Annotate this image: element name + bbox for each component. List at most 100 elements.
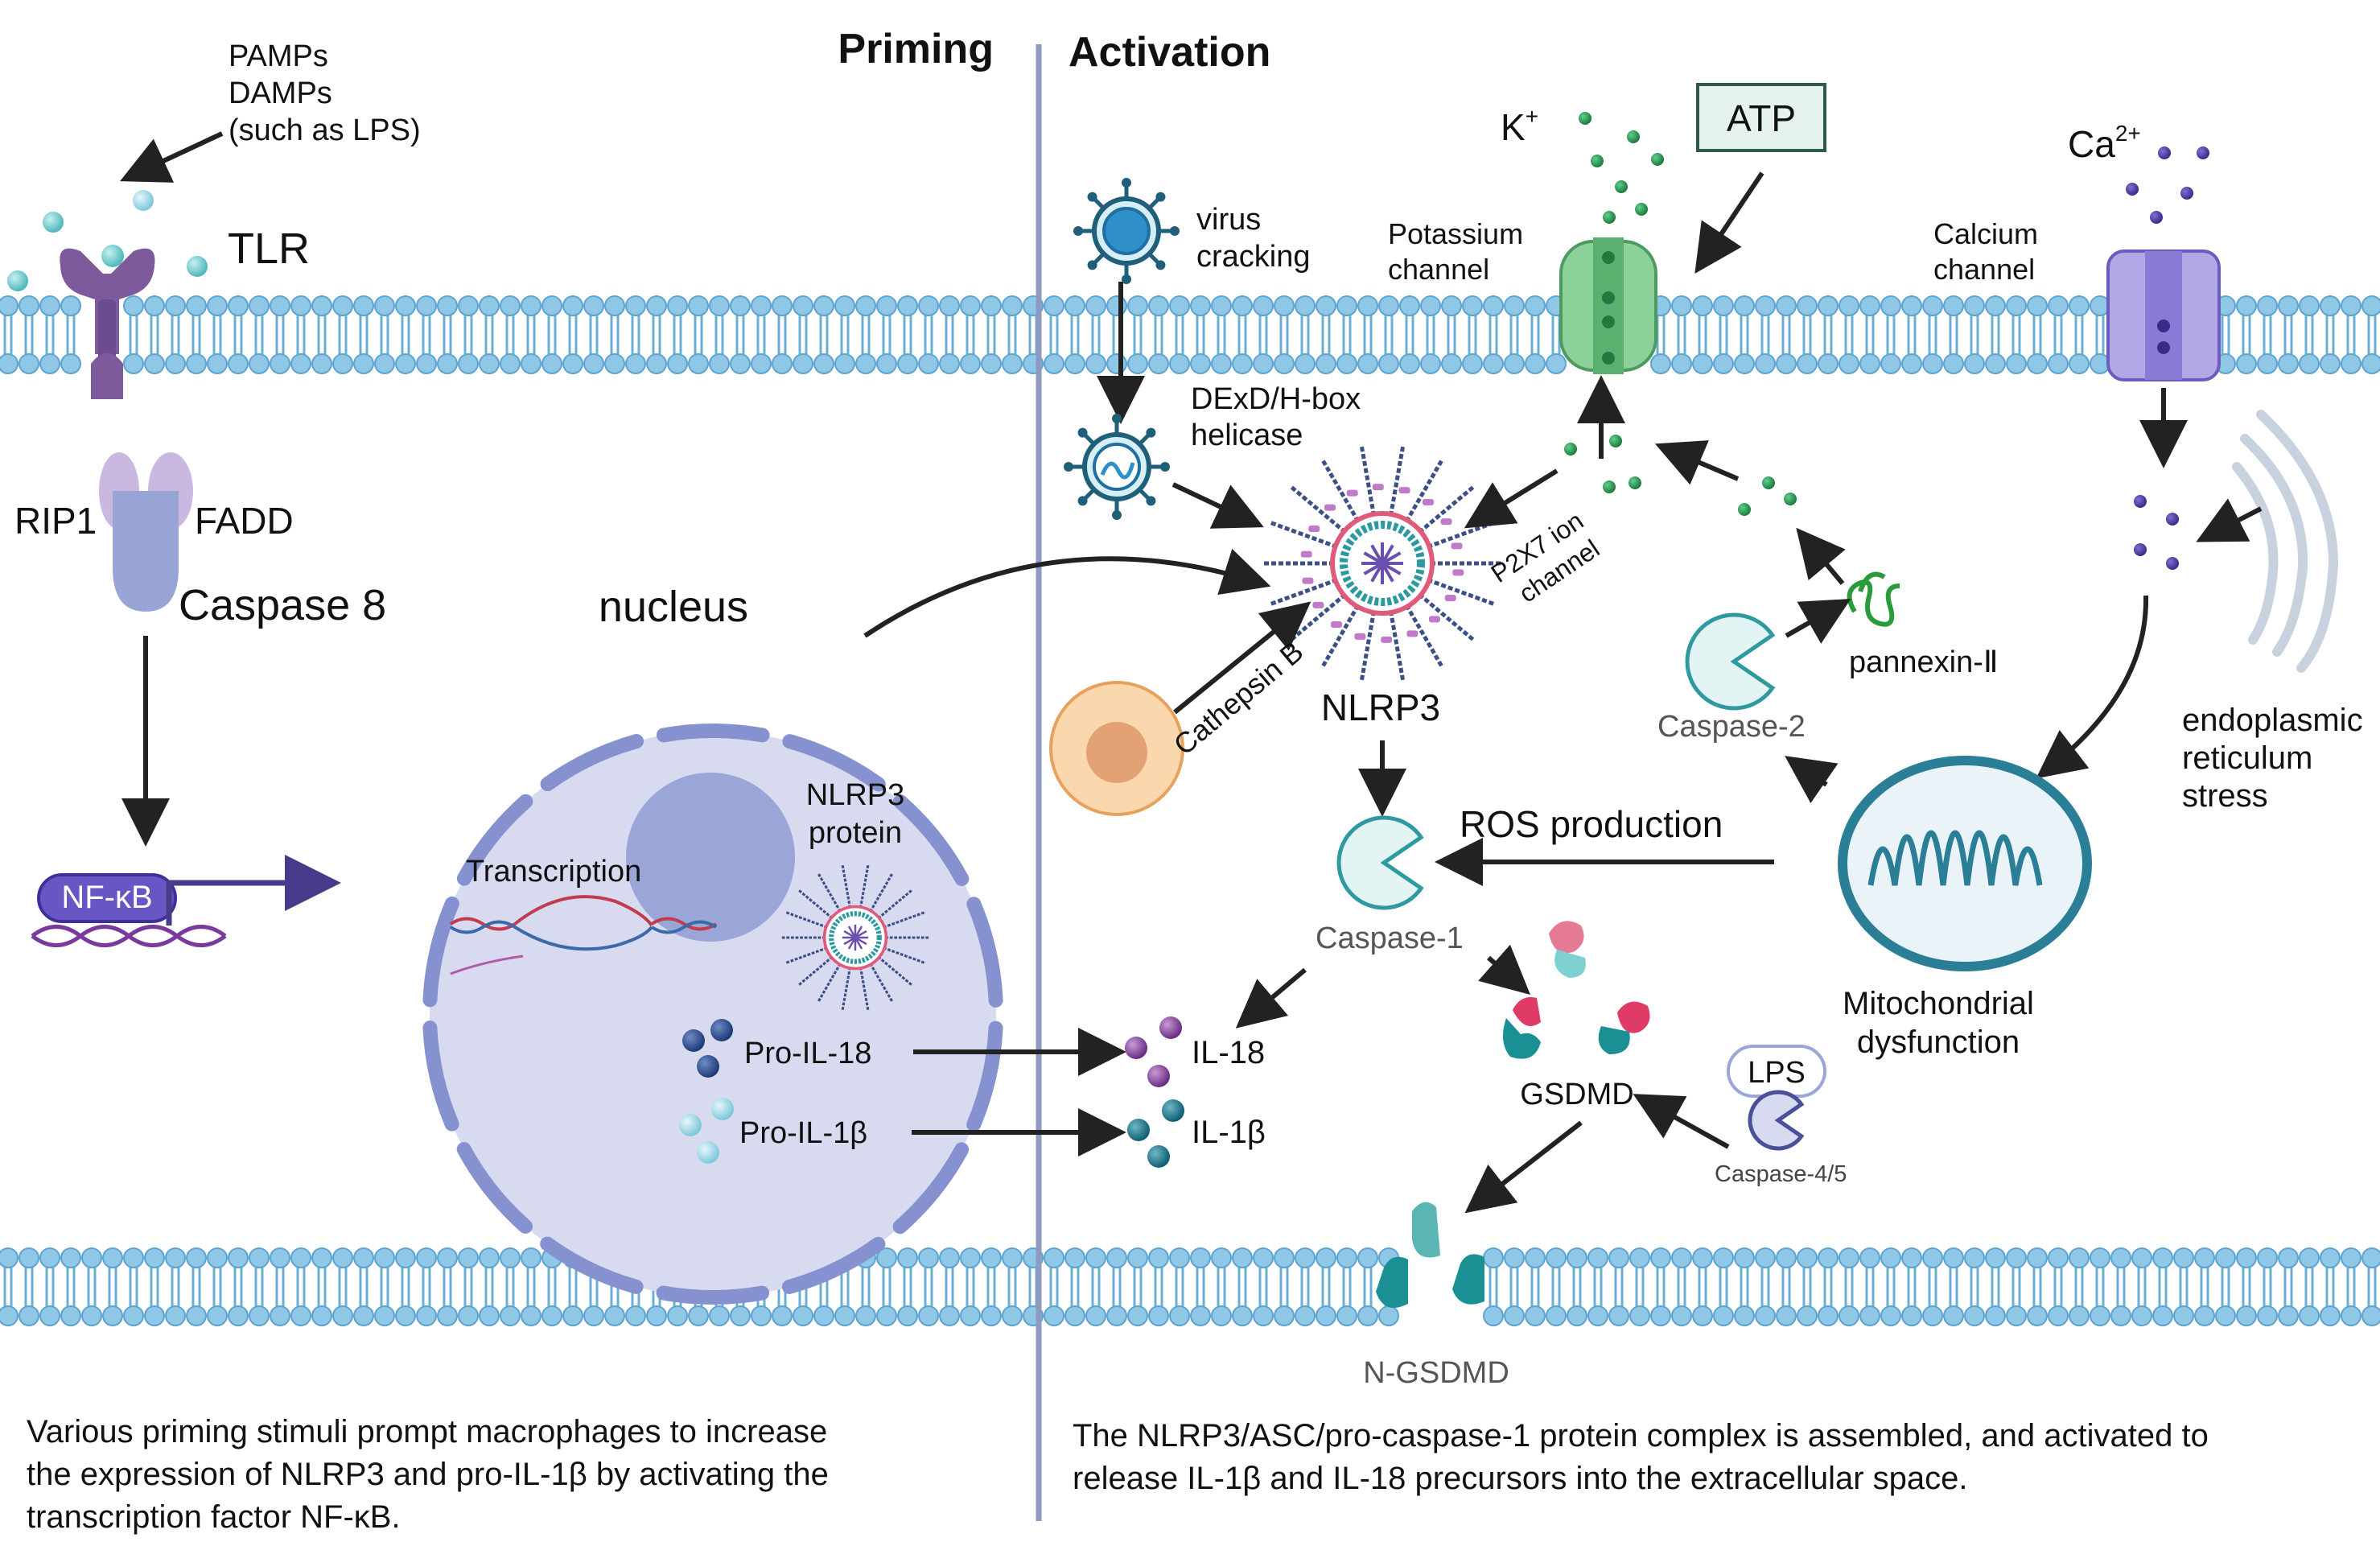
nlrp3-protein-label: NLRP3 protein [806,778,905,850]
pro-il1b-label: Pro-IL-1β [739,1116,867,1150]
svg-text:dysfunction: dysfunction [1857,1025,2020,1060]
cathepsin-arrow [1173,601,1311,715]
svg-text:reticulum: reticulum [2182,740,2312,776]
il18-particles [1125,1016,1182,1087]
svg-text:endoplasmic: endoplasmic [2182,703,2363,738]
er-stress-label: endoplasmic reticulum stress [2182,703,2363,814]
helicase-icon [1064,414,1170,520]
svg-text:DAMPs: DAMPs [229,76,332,110]
pannexin-icon [1847,571,1900,627]
helicase-arrow [1171,482,1264,529]
transcription-label: Transcription [466,855,641,889]
virus-label: virus cracking [1196,203,1311,274]
ca-ion-label: Ca2+ [2068,121,2141,165]
virus-icon [1073,178,1180,284]
svg-text:virus: virus [1196,203,1261,237]
pamp-particles [7,190,208,291]
k-ion-label: K+ [1501,104,1538,148]
il18-label: IL-18 [1192,1035,1265,1070]
calcium-channel [2106,249,2221,381]
ca-to-mito-arrow [2036,595,2149,779]
pannexin-ions [1564,435,1797,516]
nfkb-dna [31,855,341,947]
svg-text:NLRP3: NLRP3 [806,778,905,812]
svg-text:stress: stress [2182,778,2268,814]
er-arrow [2196,498,2263,542]
mito-dysfunction-label: Mitochondrial dysfunction [1843,986,2034,1060]
endoplasmic-reticulum-icon [2232,410,2339,673]
mitochondria-icon [1838,756,2092,971]
potassium-channel [1559,237,1657,374]
caspase1-il18-arrow [1235,967,1307,1029]
svg-text:Calcium: Calcium [1933,217,2038,250]
il1b-label: IL-1β [1192,1115,1266,1150]
nucleus [422,724,1003,1305]
caspase8-complex [99,452,193,612]
pannexin-label: pannexin-Ⅱ [1849,645,1999,679]
potassium-channel-label: Potassium channel [1388,217,1523,286]
priming-caption: Various priming stimuli prompt macrophag… [27,1414,829,1535]
priming-title: Priming [838,26,994,72]
nlrp3-inflammasome-icon [1262,443,1503,683]
activation-title: Activation [1069,29,1270,76]
mito-to-caspase2-arrow [1785,756,1839,803]
calcium-channel-label: Calcium channel [1933,217,2038,286]
il1b-particles [1127,1099,1184,1168]
svg-text:The NLRP3/ASC/pro-caspase-1 pr: The NLRP3/ASC/pro-caspase-1 protein comp… [1073,1418,2209,1453]
nfkb-label: NF-κB [61,880,152,915]
atp-label: ATP [1727,97,1796,139]
svg-text:the expression of NLRP3 and pr: the expression of NLRP3 and pro-IL-1β by… [27,1457,829,1492]
pro-il1b-particles [679,1098,734,1164]
p2x7-label: P2X7 ion channel [1485,505,1604,608]
svg-text:(such as LPS): (such as LPS) [229,113,421,147]
svg-text:protein: protein [809,816,902,850]
pro-il18-particles [682,1019,733,1078]
nucleus-to-nlrp3-arrow [863,548,1271,638]
caspase2-icon [1685,612,1776,711]
atp-arrow [1694,171,1764,274]
stimuli-arrow [120,131,224,183]
caspase45-icon [1748,1090,1805,1151]
svg-text:channel: channel [1933,253,2035,286]
activation-caption: The NLRP3/ASC/pro-caspase-1 protein comp… [1073,1418,2209,1496]
caspase2-label: Caspase-2 [1657,710,1806,744]
caspase2-arrow [1785,599,1851,644]
nucleus-label: nucleus [599,583,748,631]
lps-label: LPS [1748,1056,1806,1090]
svg-text:PAMPs: PAMPs [229,39,328,73]
caspase45-label: Caspase-4/5 [1715,1161,1847,1187]
ros-label: ROS production [1460,803,1723,845]
caspase1-label: Caspase-1 [1316,921,1464,955]
tlr-label: TLR [228,225,310,273]
transcription-bubble [449,895,718,975]
pannexin-dots-arrow [1654,440,1740,485]
svg-text:helicase: helicase [1191,418,1303,452]
svg-text:Mitochondrial: Mitochondrial [1843,986,2034,1021]
gsdmd-icon [1503,921,1650,1059]
n-gsdmd-pore [1376,1202,1484,1308]
svg-text:Potassium: Potassium [1388,217,1523,250]
helicase-label: DExD/H-box helicase [1191,382,1361,452]
fadd-label: FADD [195,500,294,542]
pannexin-arrow [1796,527,1846,585]
caspase1-icon [1336,815,1424,910]
caspase1-gsdmd-arrow [1478,944,1530,995]
casp45-arrow [1633,1094,1730,1149]
pro-il18-label: Pro-IL-18 [744,1037,871,1070]
atp-box [1696,83,1826,152]
lysosome-icon [1049,681,1184,816]
nlrp3-label: NLRP3 [1321,686,1440,728]
stimuli-label: PAMPs DAMPs (such as LPS) [229,39,421,147]
plasma-membrane-bottom [0,1247,2380,1326]
potassium-ions [1579,112,1664,224]
plasma-membrane-top [0,295,2380,374]
gsdmd-label: GSDMD [1520,1078,1633,1111]
tlr-receptor [60,245,155,399]
svg-text:transcription factor NF-κB.: transcription factor NF-κB. [27,1499,401,1535]
svg-text:release IL-1β and IL-18 precur: release IL-1β and IL-18 precursors into … [1073,1461,1967,1496]
n-gsdmd-label: N-GSDMD [1363,1356,1509,1390]
gsdmd-cleave-arrow [1464,1120,1583,1214]
svg-text:cracking: cracking [1196,240,1311,274]
caspase8-label: Caspase 8 [179,581,386,629]
